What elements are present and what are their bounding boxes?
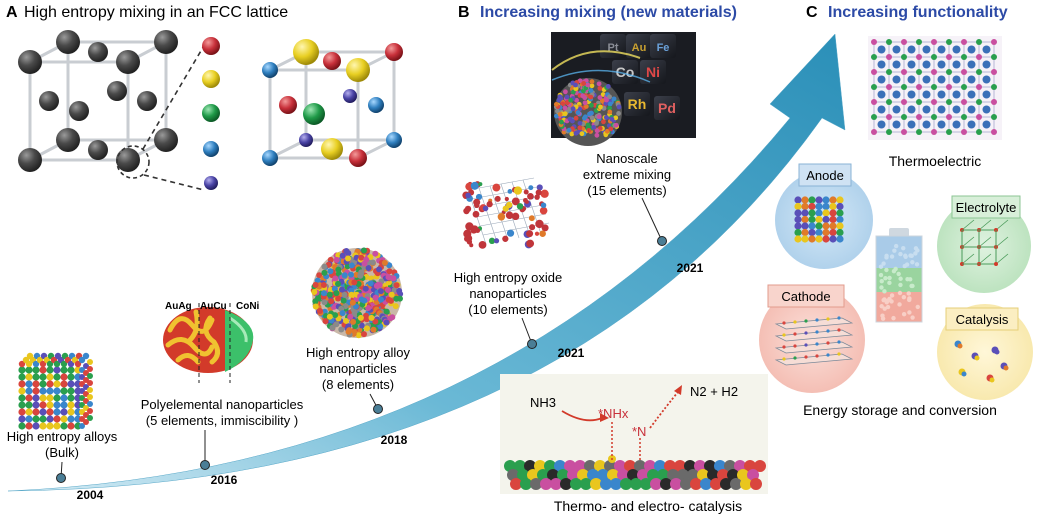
svg-text:(5 elements, immiscibility ): (5 elements, immiscibility )	[146, 413, 298, 428]
zoom-lines	[116, 43, 206, 191]
svg-text:Rh: Rh	[628, 96, 647, 112]
svg-text:2018: 2018	[381, 433, 408, 447]
svg-text:A: A	[6, 4, 18, 21]
bulk-alloy-cube	[18, 352, 93, 430]
timeline-label-2016: Polyelemental nanoparticles (5 elements,…	[141, 397, 304, 487]
svg-text:Co: Co	[616, 64, 635, 80]
colored-fcc-lattice	[262, 39, 403, 167]
svg-text:Au: Au	[632, 42, 647, 54]
product-label: N2 + H2	[690, 384, 738, 399]
panel-b-title: B Increasing mixing (new materials)	[458, 4, 737, 21]
oxide-lattice	[462, 177, 550, 249]
svg-text:Increasing functionality: Increasing functionality	[828, 4, 1008, 21]
svg-text:High entropy oxide: High entropy oxide	[454, 270, 562, 285]
svg-text:Pd: Pd	[658, 100, 676, 116]
svg-text:nanoparticles: nanoparticles	[469, 286, 547, 301]
timeline-arrow	[7, 33, 846, 492]
svg-text:2021: 2021	[677, 261, 704, 275]
timeline-label-2018: High entropy alloy nanoparticles (8 elem…	[306, 345, 411, 447]
catalysis-caption: Thermo- and electro- catalysis	[554, 498, 742, 514]
svg-text:Increasing mixing (new materia: Increasing mixing (new materials)	[480, 4, 737, 21]
svg-text:High entropy alloys: High entropy alloys	[7, 429, 118, 444]
svg-text:Pt: Pt	[608, 42, 619, 54]
panel-a-title: A High entropy mixing in an FCC lattice	[6, 4, 288, 21]
svg-text:C: C	[806, 4, 818, 21]
nhx-label: *NHx	[598, 406, 629, 421]
timeline-label-2021-extreme: Nanoscale extreme mixing (15 elements) 2…	[583, 151, 704, 275]
thermoelectric-label: Thermoelectric	[889, 153, 982, 169]
svg-text:CoNi: CoNi	[236, 301, 260, 312]
svg-text:(Bulk): (Bulk)	[45, 445, 79, 460]
hea-nanoparticle	[310, 247, 404, 339]
element-legend-spheres	[202, 37, 220, 190]
n-label: *N	[632, 424, 646, 439]
svg-text:(8 elements): (8 elements)	[322, 377, 394, 392]
svg-text:High entropy mixing in an FCC: High entropy mixing in an FCC lattice	[24, 4, 288, 21]
svg-text:2016: 2016	[211, 473, 238, 487]
energy-diagram: Anode Electrolyte Cathode Catalysis	[759, 163, 1033, 400]
panel-c-title: C Increasing functionality	[806, 4, 1008, 21]
svg-text:2021: 2021	[558, 346, 585, 360]
ammonia-label: NH3	[530, 395, 556, 410]
particle-region-labels: AuAg AuCu CoNi	[165, 301, 260, 312]
electrolyte-label: Electrolyte	[956, 200, 1017, 215]
timeline-label-2021-oxide: High entropy oxide nanoparticles (10 ele…	[454, 270, 585, 360]
svg-text:High entropy alloy: High entropy alloy	[306, 345, 411, 360]
cathode-label: Cathode	[781, 289, 830, 304]
timeline-nodes	[56, 197, 667, 483]
svg-text:Ni: Ni	[646, 64, 660, 80]
svg-text:Polyelemental nanoparticles: Polyelemental nanoparticles	[141, 397, 304, 412]
svg-text:Nanoscale: Nanoscale	[596, 151, 657, 166]
svg-text:AuCu: AuCu	[200, 301, 227, 312]
svg-text:extreme mixing: extreme mixing	[583, 167, 671, 182]
svg-text:(10 elements): (10 elements)	[468, 302, 547, 317]
anode-label: Anode	[806, 168, 844, 183]
thermoelectric-lattice	[868, 36, 1002, 140]
svg-text:nanoparticles: nanoparticles	[319, 361, 397, 376]
svg-text:Fe: Fe	[657, 42, 670, 54]
svg-text:(15 elements): (15 elements)	[587, 183, 666, 198]
energy-label: Energy storage and conversion	[803, 402, 997, 418]
polyelemental-particle	[163, 303, 254, 383]
catalysis-panel: NH3 *NHx *N N2 + H2	[500, 374, 768, 494]
svg-text:AuAg: AuAg	[165, 301, 192, 312]
catalysis-label: Catalysis	[956, 312, 1009, 327]
timeline-label-2004: High entropy alloys (Bulk) 2004	[7, 429, 118, 502]
svg-text:B: B	[458, 4, 470, 21]
svg-text:2004: 2004	[77, 488, 104, 502]
grey-fcc-lattice	[18, 30, 178, 172]
